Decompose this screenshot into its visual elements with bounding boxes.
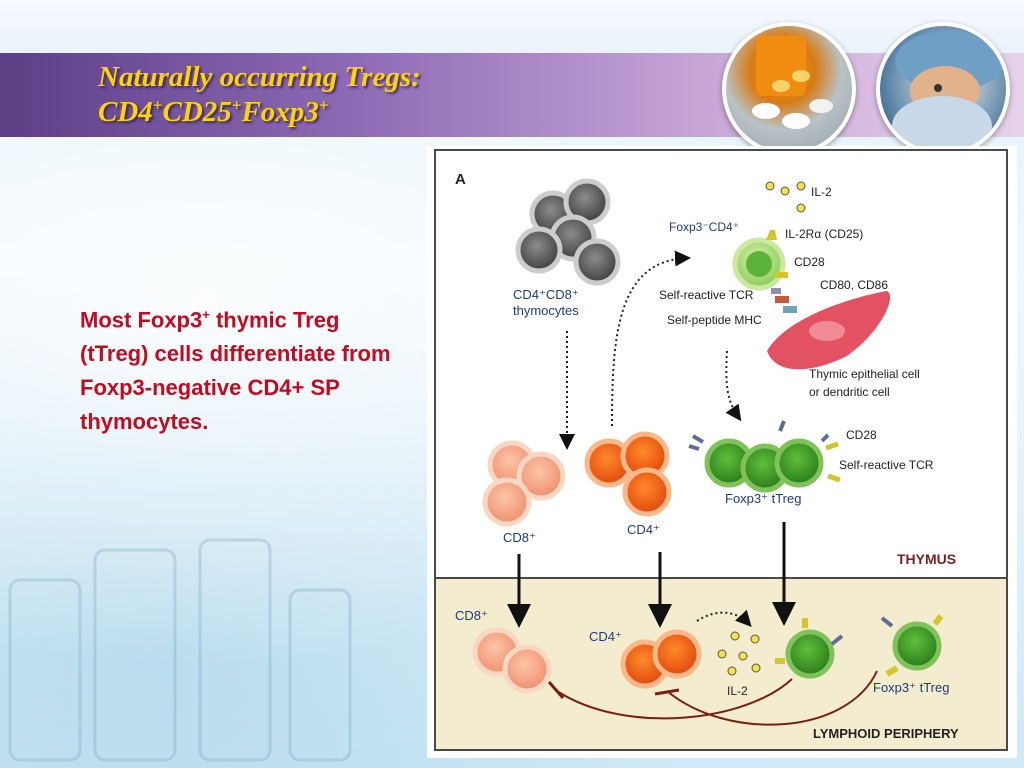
cd4-label-periphery: CD4⁺	[589, 629, 622, 644]
body-text-1: Most Foxp3	[80, 307, 203, 333]
double-positive-thymocytes	[515, 178, 621, 286]
arrow-selection-to-ttreg	[725, 350, 742, 422]
title-cd25: CD25	[162, 96, 232, 128]
background-bottles-image	[8, 538, 352, 762]
title-line-1: Naturally occurring Tregs:	[98, 61, 421, 93]
title-sup: +	[318, 95, 329, 115]
treg-diagram: A CD4⁺CD8⁺ thymocytes IL-2 Foxp3⁻CD4⁺ IL…	[427, 146, 1017, 758]
body-text-2: thymic Treg (tTreg) cells differentiate …	[80, 307, 391, 435]
cd4-cells-periphery	[620, 629, 702, 689]
top-strip	[0, 0, 1024, 53]
thymic-treg-cells	[688, 420, 841, 493]
cd80-cd86-label: CD80, CD86	[820, 278, 888, 292]
cd8-cells-periphery	[472, 627, 552, 694]
foxp3-negative-cd4-cell	[732, 230, 788, 294]
il2-dots	[765, 181, 806, 213]
body-sup: +	[202, 307, 210, 322]
thymocytes-label-1: CD4⁺CD8⁺	[513, 287, 579, 302]
apc-nucleus	[809, 321, 845, 341]
surgeon-photo	[876, 22, 1010, 156]
ttreg-label-periphery: Foxp3⁺ tTreg	[873, 680, 949, 695]
receptor-ligand-pairs	[775, 296, 797, 313]
title-sup: +	[152, 95, 163, 115]
title-sup: +	[231, 95, 242, 115]
pills-photo	[722, 22, 856, 156]
arrow-cd4-to-selection	[611, 250, 691, 427]
il2-label: IL-2	[811, 185, 832, 199]
title-foxp3: Foxp3	[241, 96, 319, 128]
il2-label-periphery: IL-2	[727, 684, 748, 698]
periphery-label: LYMPHOID PERIPHERY	[813, 726, 959, 741]
il2-dots-periphery	[717, 631, 761, 676]
inhibition-cd8	[556, 678, 793, 720]
inhibition-cd4	[666, 670, 878, 726]
cd8-label-thymus: CD8⁺	[503, 530, 536, 545]
apc-label-1: Thymic epithelial cell	[809, 367, 920, 381]
body-text: Most Foxp3+ thymic Treg (tTreg) cells di…	[80, 298, 410, 439]
ttreg-cell-periphery-2	[880, 614, 944, 677]
slide-title: Naturally occurring Tregs: CD4+CD25+Foxp…	[98, 60, 421, 130]
cd28-label-b: CD28	[846, 428, 877, 442]
panel-letter: A	[455, 171, 466, 188]
foxp3-negative-cd4-label: Foxp3⁻CD4⁺	[669, 220, 739, 234]
ttreg-label: Foxp3⁺ tTreg	[725, 491, 801, 506]
thymocytes-label-2: thymocytes	[513, 303, 579, 318]
title-line-2: CD4+CD25+Foxp3+	[98, 95, 421, 130]
cd8-label-periphery: CD8⁺	[455, 608, 488, 623]
cd4-label-thymus: CD4⁺	[627, 522, 660, 537]
arrow-il2-consumption	[696, 609, 752, 627]
title-cd4: CD4	[98, 96, 153, 128]
ttreg-cell-periphery-1	[775, 618, 844, 679]
thymus-label: THYMUS	[897, 551, 956, 567]
inhibition-bar-cd4	[654, 688, 680, 696]
cd28-label: CD28	[794, 255, 825, 269]
apc-label-2: or dendritic cell	[809, 385, 890, 399]
inhibition-bar-cd8	[547, 681, 565, 699]
self-reactive-tcr-label-b: Self-reactive TCR	[839, 458, 934, 472]
self-peptide-mhc-label: Self-peptide MHC	[667, 313, 762, 327]
self-reactive-tcr-label: Self-reactive TCR	[659, 288, 754, 302]
cd8-cells-thymus	[482, 440, 566, 527]
il2ra-label: IL-2Rα (CD25)	[785, 227, 863, 241]
cd4-cells-thymus	[584, 431, 672, 517]
